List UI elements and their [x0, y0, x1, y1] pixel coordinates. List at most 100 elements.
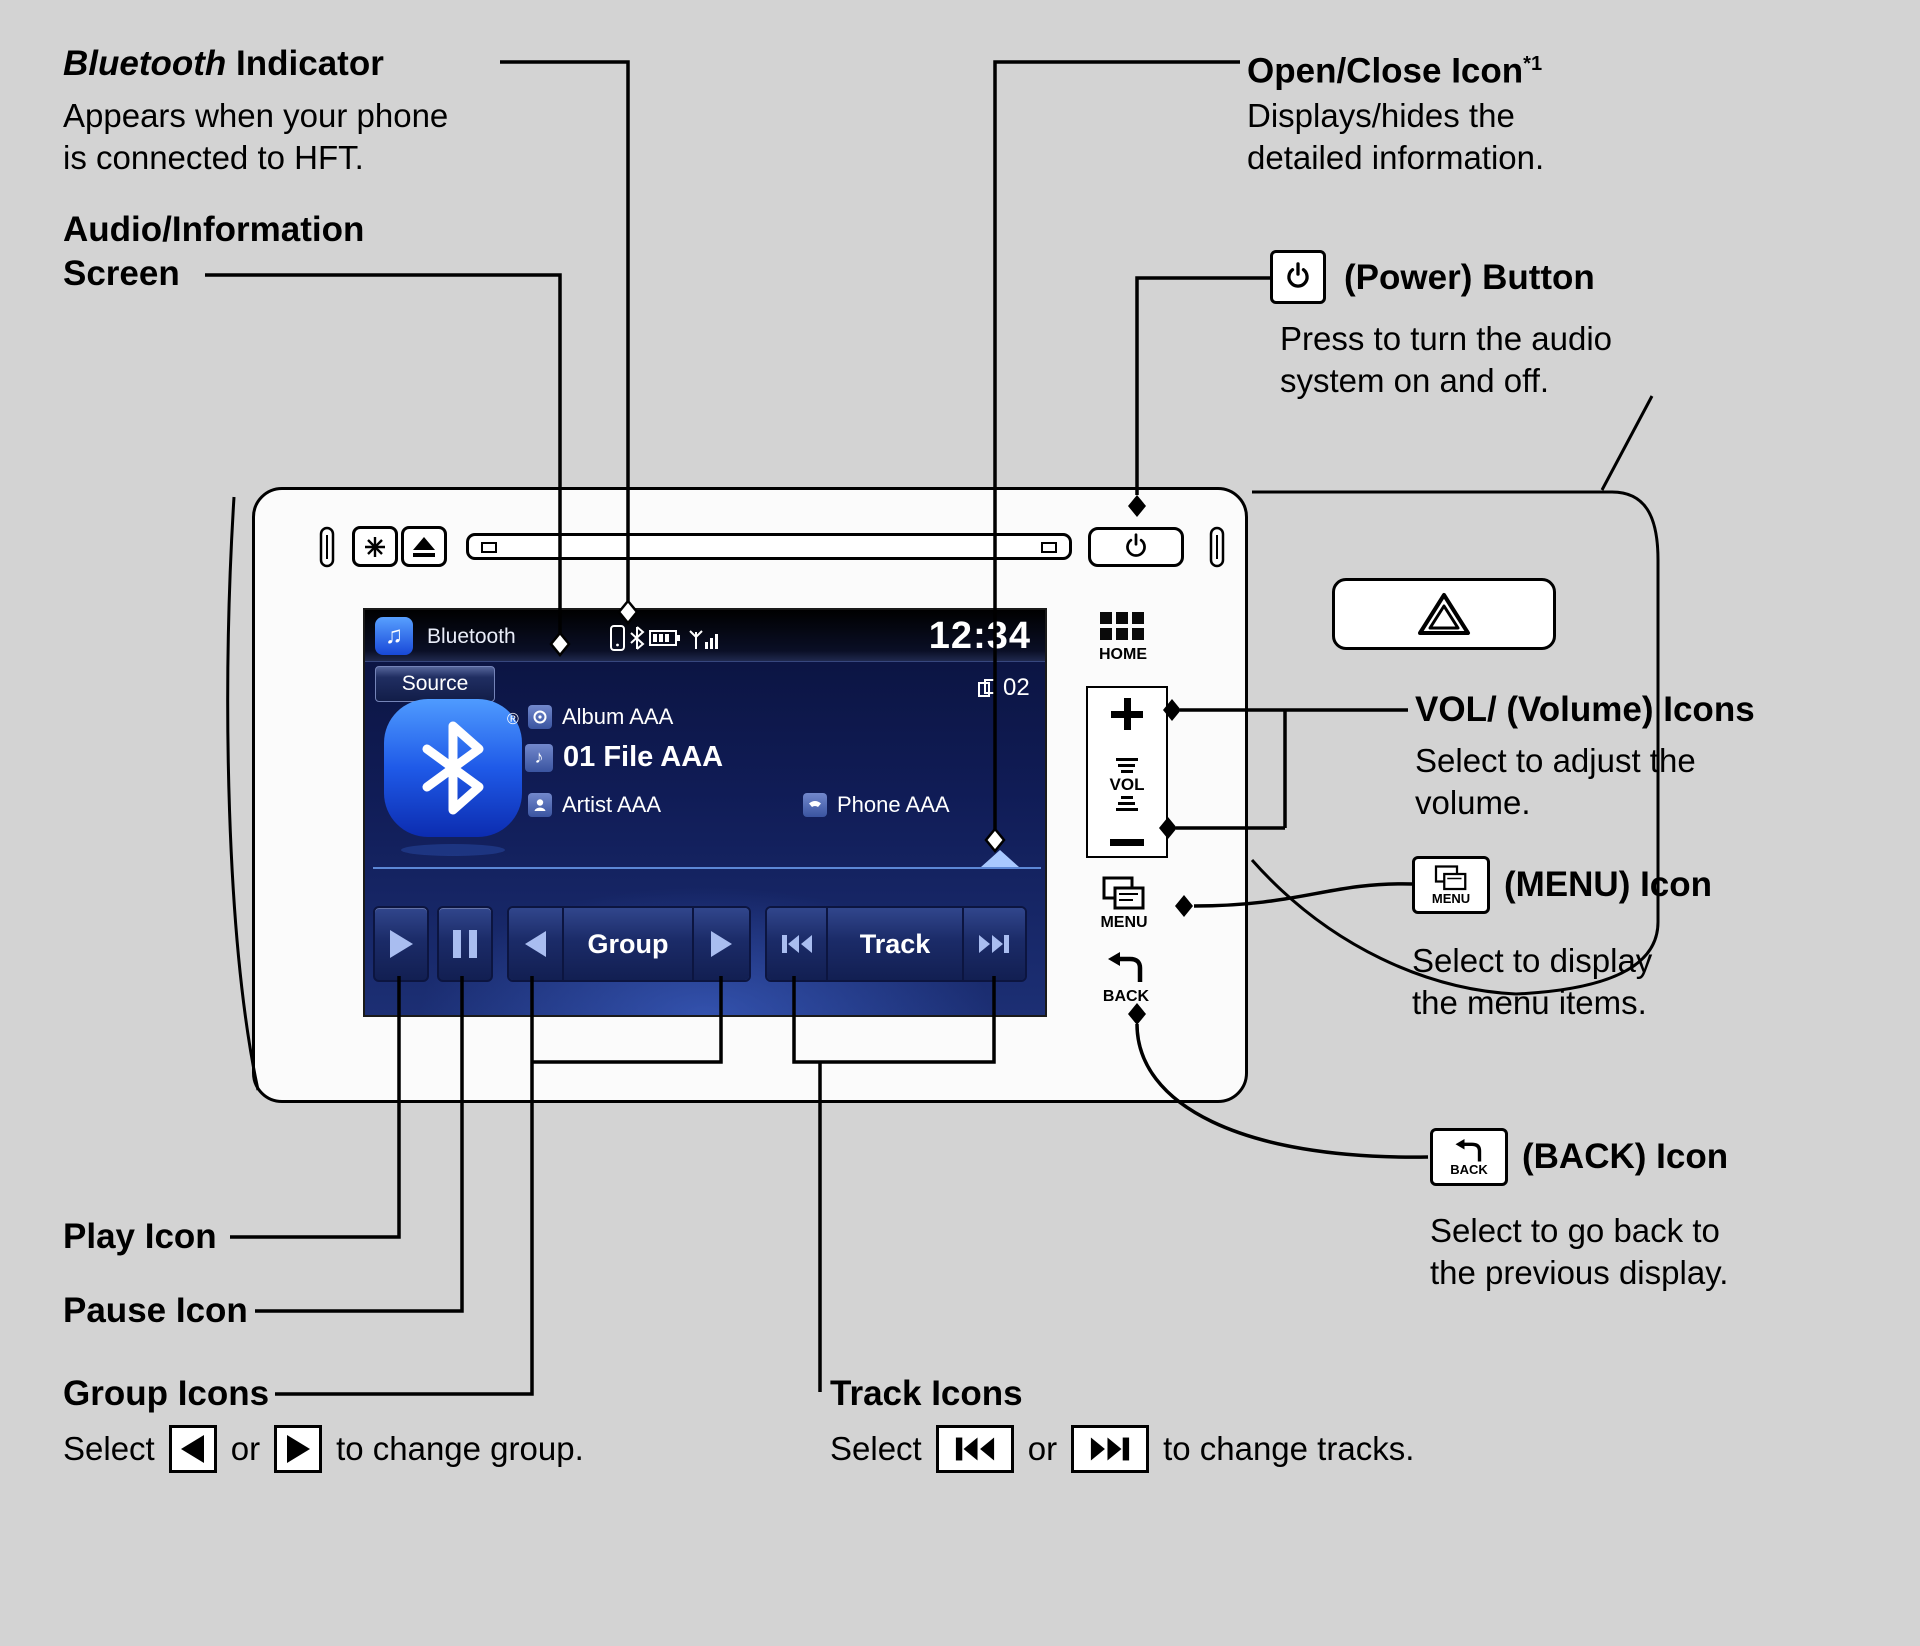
album-icon	[528, 705, 552, 729]
back-desc: Select to go back to the previous displa…	[1430, 1212, 1729, 1291]
group-previous-icon	[168, 1425, 217, 1473]
power-button[interactable]	[1088, 527, 1184, 567]
album-row: Album AAA	[528, 704, 673, 730]
back-icon[interactable]	[1106, 952, 1146, 984]
caption-text: or	[1027, 1430, 1058, 1467]
volume-title: VOL/ (Volume) Icons	[1415, 690, 1755, 729]
home-label[interactable]: HOME	[1099, 646, 1147, 663]
group-previous-icon	[525, 931, 547, 957]
bluetooth-logo: ®	[384, 699, 522, 856]
caption-text: or	[230, 1430, 261, 1467]
audio-source-icon: ♫	[375, 617, 413, 655]
eject-icon	[413, 536, 435, 550]
menu-desc: Select to display the menu items.	[1412, 942, 1653, 1021]
track-label: Track	[828, 908, 964, 980]
play-icon	[389, 930, 413, 958]
play-button[interactable]	[373, 906, 429, 982]
track-number-text: 02	[1003, 674, 1030, 701]
power-icon	[1126, 533, 1146, 557]
audio-information-screen: ♫ Bluetooth 12:34	[363, 608, 1047, 1017]
screen-status-bar: ♫ Bluetooth 12:34	[365, 610, 1045, 662]
power-desc: Press to turn the audio system on and of…	[1280, 320, 1613, 399]
footnote-marker: *1	[1523, 53, 1543, 75]
eject-button[interactable]	[401, 526, 447, 567]
signal-strength-icon	[689, 630, 718, 649]
caption-text: to change tracks.	[1163, 1430, 1415, 1467]
track-control: Track	[765, 906, 1027, 982]
open-close-desc: Displays/hides the detailed information.	[1247, 97, 1545, 176]
home-icon[interactable]	[1100, 612, 1146, 642]
track-number-icon	[978, 679, 996, 697]
artist-row: Artist AAA	[528, 792, 661, 818]
menu-label[interactable]: MENU	[1100, 914, 1148, 931]
menu-callout-icon-box: MENU	[1412, 856, 1490, 914]
group-next-icon	[274, 1425, 323, 1473]
power-callout-icon-box	[1270, 250, 1326, 304]
power-icon	[1287, 262, 1309, 288]
menu-icon[interactable]	[1102, 876, 1146, 912]
play-title: Play Icon	[63, 1217, 217, 1256]
hazard-button[interactable]	[1332, 578, 1556, 650]
pause-title: Pause Icon	[63, 1291, 248, 1330]
phone-icon	[803, 793, 827, 817]
bluetooth-status-icon	[630, 626, 645, 650]
screen-divider	[373, 867, 1041, 869]
album-text: Album AAA	[562, 704, 674, 729]
track-previous-icon	[781, 935, 812, 953]
file-row: ♪ 01 File AAA	[525, 741, 723, 774]
back-callout-icon-box: BACK	[1430, 1128, 1508, 1186]
group-label: Group	[564, 908, 694, 980]
volume-label: VOL	[1109, 775, 1145, 794]
volume-up-icon[interactable]	[1111, 698, 1143, 730]
open-close-icon[interactable]	[981, 850, 1019, 867]
open-close-title: Open/Close Icon*1	[1247, 51, 1543, 91]
audio-screen-title: Audio/Information Screen	[63, 210, 365, 293]
group-next-icon	[710, 931, 732, 957]
volume-panel: VOL	[1086, 686, 1168, 858]
caption-text: Select	[63, 1430, 155, 1467]
volume-desc: Select to adjust the volume.	[1415, 742, 1696, 821]
hazard-icon	[1418, 593, 1470, 635]
track-next-button[interactable]	[963, 908, 1025, 980]
back-title: (BACK) Icon	[1522, 1137, 1729, 1176]
track-number: 02	[977, 674, 1030, 702]
bluetooth-indicator-desc: Appears when your phone is connected to …	[63, 97, 449, 176]
volume-indicator: VOL	[1109, 758, 1145, 811]
source-button[interactable]: Source	[375, 666, 495, 702]
registered-mark: ®	[507, 711, 519, 728]
power-title: (Power) Button	[1344, 258, 1595, 297]
track-next-icon	[979, 935, 1010, 953]
battery-icon	[649, 630, 680, 646]
artist-text: Artist AAA	[562, 792, 662, 817]
display-brightness-button[interactable]	[352, 526, 398, 567]
caption-text: to change group.	[336, 1430, 584, 1467]
bluetooth-indicator-title: Bluetooth Indicator	[63, 44, 384, 83]
group-title: Group Icons	[63, 1374, 270, 1413]
track-next-icon	[1071, 1425, 1150, 1473]
artist-icon	[528, 793, 552, 817]
caption-text: Select	[830, 1430, 922, 1467]
cd-slot	[466, 533, 1072, 560]
track-previous-icon	[935, 1425, 1014, 1473]
back-label[interactable]: BACK	[1102, 988, 1150, 1005]
group-control: Group	[507, 906, 751, 982]
volume-down-icon[interactable]	[1110, 839, 1144, 846]
pause-button[interactable]	[437, 906, 493, 982]
source-tab-label: Bluetooth	[427, 625, 516, 648]
group-previous-button[interactable]	[509, 908, 565, 980]
group-caption: Select or to change group.	[63, 1425, 584, 1473]
phone-status-icon	[610, 625, 625, 651]
track-caption: Select or to change tracks.	[830, 1425, 1414, 1473]
track-previous-button[interactable]	[767, 908, 829, 980]
pause-icon	[453, 930, 477, 958]
group-next-button[interactable]	[693, 908, 749, 980]
menu-title: (MENU) Icon	[1504, 865, 1713, 904]
file-icon: ♪	[525, 743, 553, 772]
status-icons	[610, 625, 718, 651]
back-icon	[1455, 1138, 1482, 1161]
mounting-clip-right-icon	[1209, 526, 1225, 568]
file-text: 01 File AAA	[563, 741, 724, 773]
phone-row: Phone AAA	[803, 792, 950, 818]
clock-text: 12:34	[928, 615, 1031, 657]
phone-text: Phone AAA	[837, 792, 950, 817]
